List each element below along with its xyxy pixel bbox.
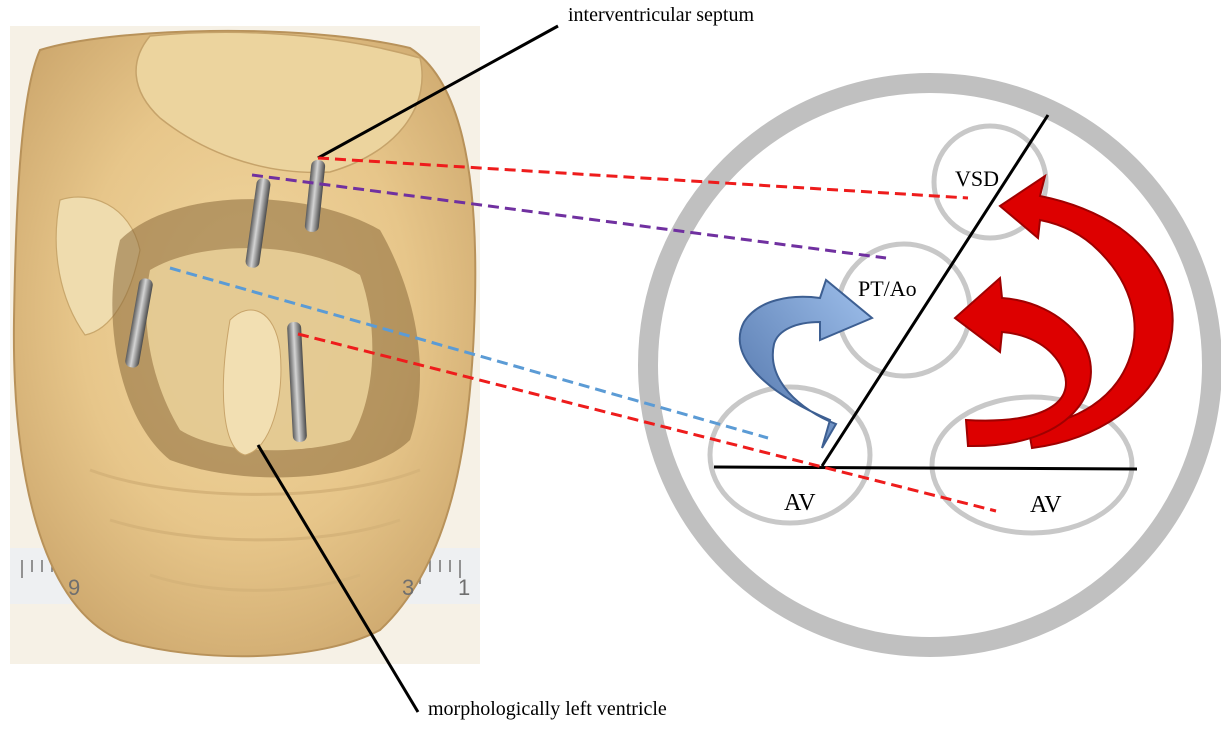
pt-ao-label: PT/Ao (858, 276, 917, 301)
left-ventricle-label: morphologically left ventricle (428, 698, 667, 721)
schematic: VSD PT/Ao AV AV (648, 83, 1212, 647)
heart-specimen-photo: 9 3 1 (10, 26, 480, 664)
ruler-number-3: 3 (402, 575, 414, 600)
av-right-label: AV (1030, 492, 1062, 518)
av-plane-line (714, 467, 1137, 469)
blue-arrow (740, 280, 872, 448)
vsd-label: VSD (955, 166, 999, 191)
av-left-label: AV (784, 490, 816, 516)
interventricular-septum-label: interventricular septum (568, 4, 754, 27)
ruler-number-9: 9 (68, 575, 80, 600)
ruler-number-1: 1 (458, 575, 470, 600)
